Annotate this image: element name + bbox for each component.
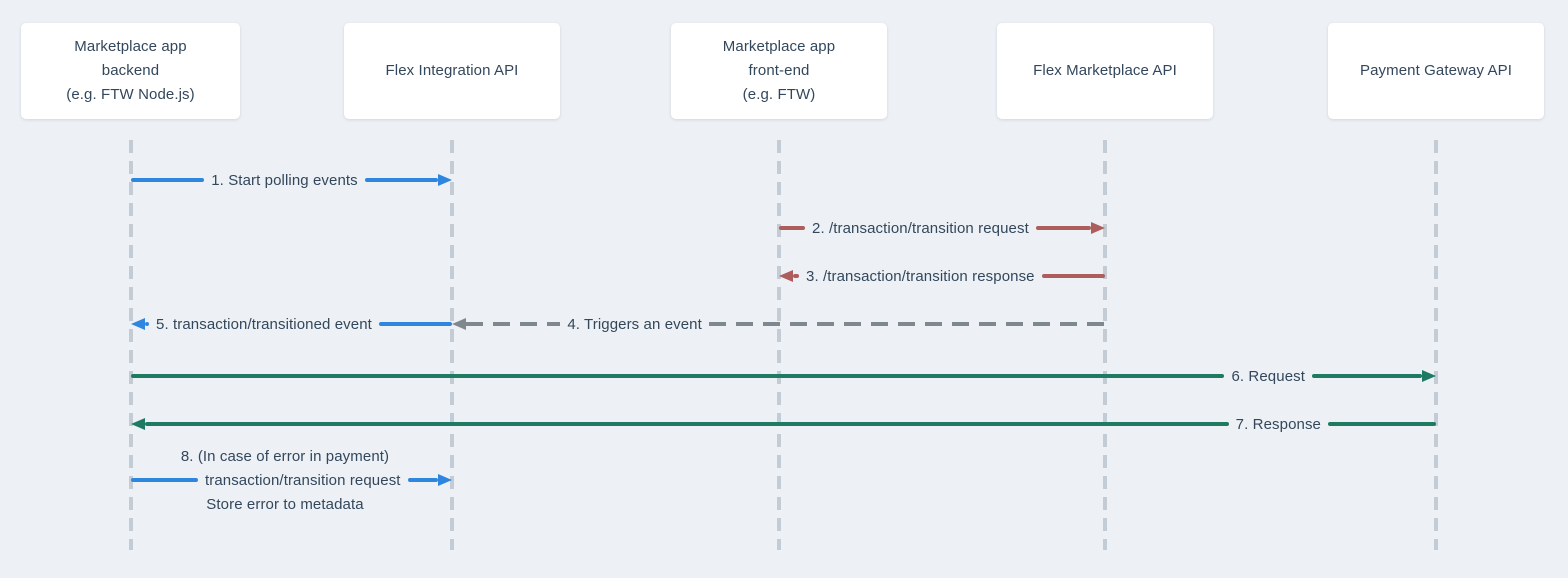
message-6-request: 6. Request xyxy=(131,364,1436,388)
lifeline-marketplace-frontend xyxy=(777,140,781,550)
message-1-line xyxy=(131,178,205,182)
lifeline-payment-gateway-api xyxy=(1434,140,1438,550)
actor-label-marketplace-frontend: Marketplace app front-end (e.g. FTW) xyxy=(722,38,836,103)
message-8-line xyxy=(407,478,438,482)
message-6-label: 6. Request xyxy=(1231,367,1305,385)
arrowhead-right-icon xyxy=(438,474,452,486)
arrowhead-left-icon xyxy=(779,270,793,282)
lifeline-flex-integration-api xyxy=(450,140,454,550)
message-5-transitioned-event: 5. transaction/transitioned event xyxy=(131,312,452,336)
actor-box-marketplace-backend: Marketplace app backend (e.g. FTW Node.j… xyxy=(21,23,240,119)
actor-label-flex-integration-api: Flex Integration API xyxy=(385,62,519,79)
arrowhead-right-icon xyxy=(438,174,452,186)
message-5-line xyxy=(145,322,149,326)
lifeline-marketplace-backend xyxy=(129,140,133,550)
message-3-label: 3. /transaction/transition response xyxy=(806,267,1035,285)
actor-box-flex-marketplace-api: Flex Marketplace API xyxy=(997,23,1213,119)
message-2-line xyxy=(779,226,805,230)
message-7-line xyxy=(145,422,1229,426)
message-4-dashed-line xyxy=(708,322,1105,326)
message-5-label: 5. transaction/transitioned event xyxy=(156,315,372,333)
message-8-label: transaction/transition request xyxy=(204,471,401,489)
arrowhead-right-icon xyxy=(1422,370,1436,382)
message-3-line xyxy=(1041,274,1105,278)
actor-box-flex-integration-api: Flex Integration API xyxy=(344,23,560,119)
message-3-line xyxy=(793,274,799,278)
message-8-error-transition-request: transaction/transition request xyxy=(131,468,452,492)
message-6-line xyxy=(131,374,1225,378)
message-2-label: 2. /transaction/transition request xyxy=(812,219,1029,237)
message-4-dashed-line xyxy=(466,322,561,326)
message-8-line xyxy=(131,478,198,482)
lifeline-flex-marketplace-api xyxy=(1103,140,1107,550)
message-6-line xyxy=(1312,374,1422,378)
message-8-label-top: 8. (In case of error in payment) xyxy=(180,447,390,465)
message-8-label-bottom: Store error to metadata xyxy=(206,495,364,513)
arrowhead-right-icon xyxy=(1091,222,1105,234)
message-3-transition-response: 3. /transaction/transition response xyxy=(779,264,1105,288)
message-7-line xyxy=(1328,422,1436,426)
message-2-transition-request: 2. /transaction/transition request xyxy=(779,216,1105,240)
message-7-response: 7. Response xyxy=(131,412,1436,436)
message-4-label: 4. Triggers an event xyxy=(567,315,702,333)
actor-box-payment-gateway-api: Payment Gateway API xyxy=(1328,23,1544,119)
message-7-label: 7. Response xyxy=(1235,415,1321,433)
actor-label-flex-marketplace-api: Flex Marketplace API xyxy=(1033,62,1177,79)
message-5-line xyxy=(378,322,452,326)
arrowhead-left-icon xyxy=(131,318,145,330)
actor-label-payment-gateway-api: Payment Gateway API xyxy=(1360,62,1512,79)
message-2-line xyxy=(1035,226,1091,230)
message-1-line xyxy=(364,178,438,182)
message-4-triggers-event: 4. Triggers an event xyxy=(452,312,1105,336)
arrowhead-left-icon xyxy=(131,418,145,430)
actor-box-marketplace-frontend: Marketplace app front-end (e.g. FTW) xyxy=(671,23,887,119)
message-1-start-polling: 1. Start polling events xyxy=(131,168,452,192)
actor-label-marketplace-backend: Marketplace app backend (e.g. FTW Node.j… xyxy=(66,38,195,103)
arrowhead-left-icon xyxy=(452,318,466,330)
message-1-label: 1. Start polling events xyxy=(211,171,358,189)
